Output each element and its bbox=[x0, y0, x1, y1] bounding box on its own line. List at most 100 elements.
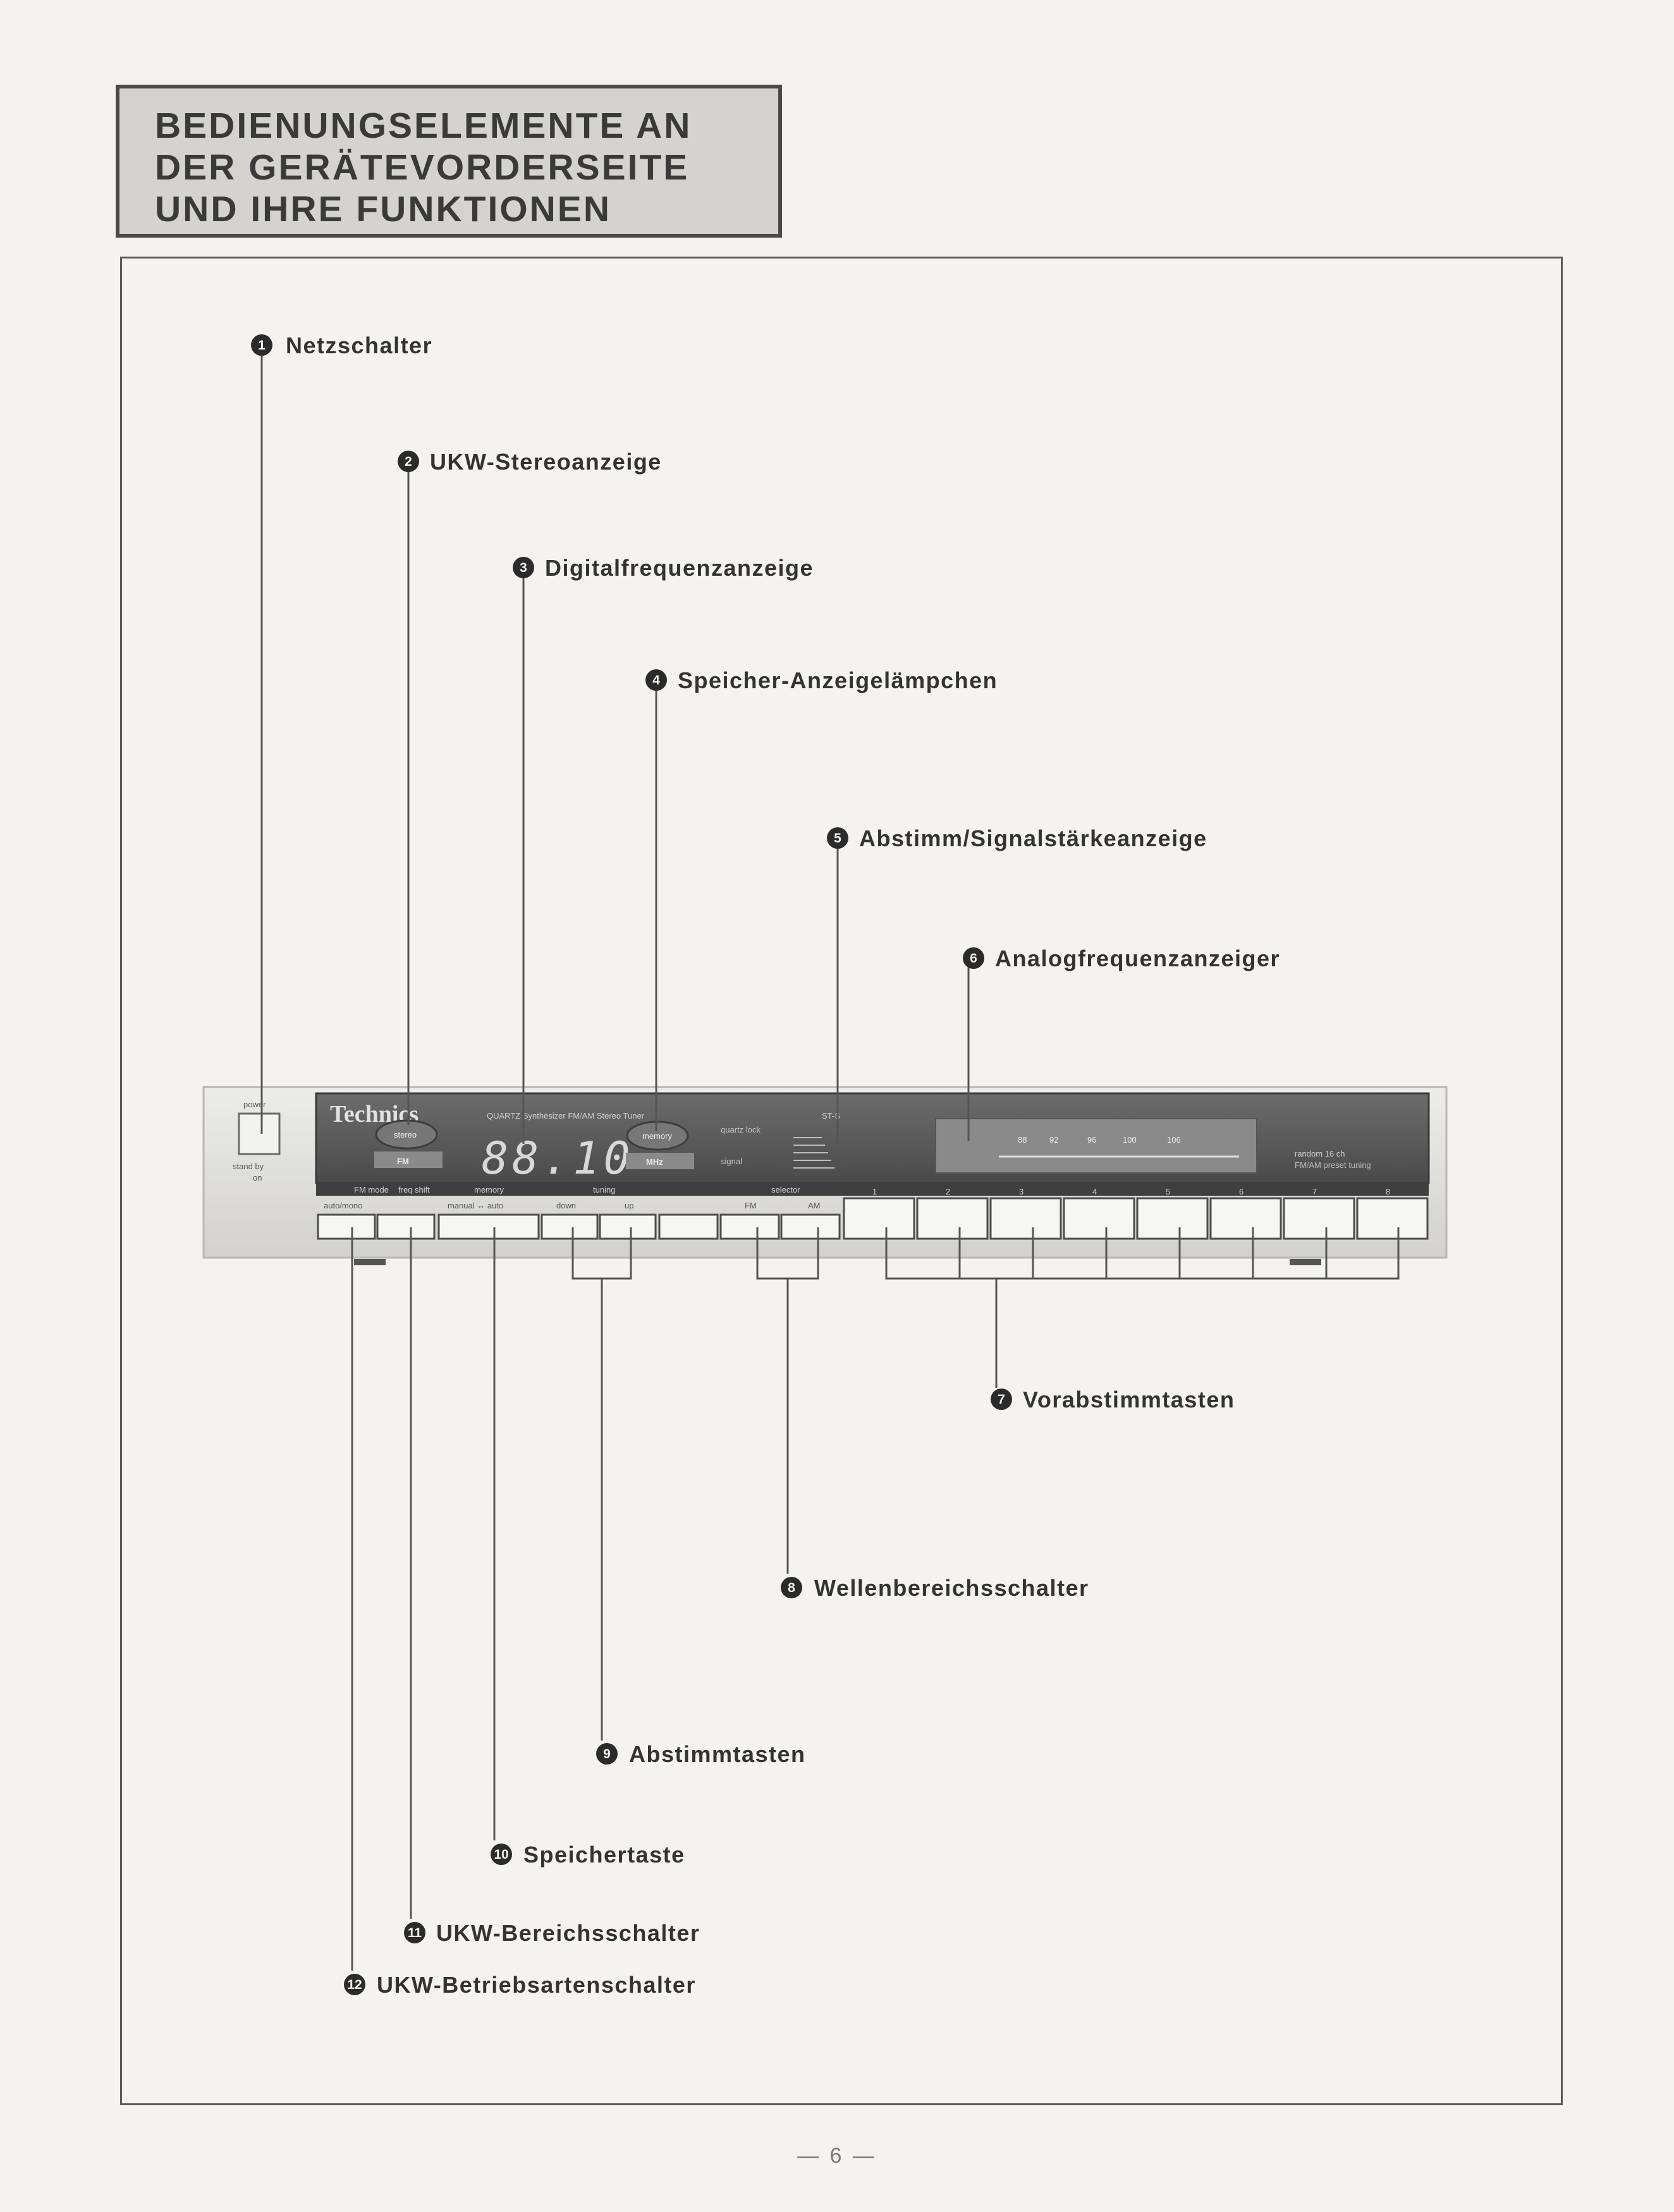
preset-button-3[interactable] bbox=[989, 1197, 1062, 1240]
preset-button-5[interactable] bbox=[1136, 1197, 1209, 1240]
callout-4-label: Speicher-Anzeigelämpchen bbox=[678, 667, 998, 693]
diagram-frame bbox=[120, 257, 1563, 2105]
callout-1: 1 Netzschalter bbox=[251, 332, 432, 358]
power-label: power bbox=[243, 1100, 266, 1109]
signal-label: signal bbox=[721, 1157, 742, 1166]
stereo-indicator-label: stereo bbox=[394, 1130, 417, 1139]
random-label: random 16 ch bbox=[1295, 1149, 1345, 1158]
callout-3-number: 3 bbox=[520, 561, 527, 575]
tuning-up-button[interactable] bbox=[599, 1213, 657, 1240]
fm-band-button[interactable] bbox=[719, 1213, 780, 1240]
callout-1-label: Netzschalter bbox=[286, 332, 432, 358]
callout-2-label: UKW-Stereoanzeige bbox=[430, 449, 662, 475]
callout-4-number: 4 bbox=[652, 673, 660, 688]
manual-auto-label: manual ↔ auto bbox=[448, 1201, 503, 1210]
preset-button-6[interactable] bbox=[1209, 1197, 1282, 1240]
stereo-indicator bbox=[375, 1119, 438, 1150]
callout-6-number: 6 bbox=[970, 951, 977, 966]
callout-12-number: 12 bbox=[347, 1978, 362, 1992]
callout-5: 5 Abstimm/Signalstärkeanzeige bbox=[827, 825, 1207, 851]
callout-11-number: 11 bbox=[408, 1926, 422, 1940]
callout-7-number: 7 bbox=[998, 1392, 1005, 1407]
callout-9: 9 Abstimmtasten bbox=[596, 1741, 806, 1767]
section-label-fm-mode: FM mode bbox=[354, 1185, 389, 1194]
quartz-lock-label: quartz lock bbox=[721, 1125, 761, 1134]
tuner-front-panel: power stand by on Technics QUARTZ Synthe… bbox=[202, 1086, 1448, 1265]
freq-shift-button[interactable] bbox=[376, 1213, 436, 1240]
on-label: on bbox=[253, 1173, 262, 1182]
page-number: — 6 — bbox=[797, 2144, 877, 2168]
callout-12: 12 UKW-Betriebsartenschalter bbox=[344, 1972, 696, 1998]
callout-4: 4 Speicher-Anzeigelämpchen bbox=[645, 667, 998, 693]
preset-button-1[interactable] bbox=[843, 1197, 915, 1240]
callout-11: 11 UKW-Bereichsschalter bbox=[404, 1920, 700, 1946]
preset-label-8: 8 bbox=[1386, 1187, 1390, 1196]
preset-label-5: 5 bbox=[1166, 1187, 1170, 1196]
callout-2-number: 2 bbox=[405, 454, 412, 469]
callout-9-label: Abstimmtasten bbox=[629, 1741, 806, 1767]
up-label: up bbox=[625, 1201, 633, 1210]
band-indicator: FM bbox=[397, 1157, 409, 1166]
callout-8: 8 Wellenbereichsschalter bbox=[781, 1575, 1089, 1601]
callout-5-label: Abstimm/Signalstärkeanzeige bbox=[859, 825, 1207, 851]
callout-2: 2 UKW-Stereoanzeige bbox=[398, 449, 662, 475]
callout-7: 7 Vorabstimmtasten bbox=[991, 1387, 1235, 1413]
am-label: AM bbox=[808, 1201, 821, 1210]
auto-mono-label: auto/mono bbox=[324, 1201, 362, 1210]
scale-mark-1: 88 bbox=[1018, 1135, 1027, 1145]
preset-label-3: 3 bbox=[1019, 1187, 1023, 1196]
am-band-button[interactable] bbox=[780, 1213, 841, 1240]
heading-line-1: BEDIENUNGSELEMENTE AN bbox=[155, 106, 692, 146]
section-label-memory: memory bbox=[474, 1185, 504, 1194]
preset-button-2[interactable] bbox=[916, 1197, 989, 1240]
frequency-readout: 88.10 bbox=[482, 1133, 634, 1184]
callout-3-label: Digitalfrequenzanzeige bbox=[545, 555, 814, 581]
memory-indicator bbox=[626, 1121, 689, 1151]
scale-mark-2: 92 bbox=[1049, 1135, 1058, 1145]
callout-7-label: Vorabstimmtasten bbox=[1023, 1387, 1235, 1413]
callout-1-number: 1 bbox=[258, 338, 266, 353]
analog-scale bbox=[935, 1118, 1257, 1174]
memory-button[interactable] bbox=[437, 1213, 540, 1240]
preset-button-8[interactable] bbox=[1356, 1197, 1429, 1240]
section-label-selector: selector bbox=[771, 1185, 800, 1194]
callout-10-label: Speichertaste bbox=[523, 1842, 685, 1868]
callout-9-number: 9 bbox=[603, 1747, 611, 1761]
power-button[interactable] bbox=[238, 1112, 281, 1155]
callout-5-number: 5 bbox=[834, 831, 841, 846]
callout-12-label: UKW-Betriebsartenschalter bbox=[377, 1972, 696, 1998]
preset-label-6: 6 bbox=[1239, 1187, 1243, 1196]
preset-button-7[interactable] bbox=[1283, 1197, 1355, 1240]
blank-button[interactable] bbox=[658, 1213, 719, 1240]
callout-10: 10 Speichertaste bbox=[491, 1842, 685, 1868]
scale-mark-4: 100 bbox=[1123, 1135, 1137, 1145]
preset-label-4: 4 bbox=[1092, 1187, 1097, 1196]
callout-8-label: Wellenbereichsschalter bbox=[814, 1575, 1089, 1601]
heading-line-2: DER GERÄTEVORDERSEITE bbox=[155, 147, 690, 188]
down-label: down bbox=[556, 1201, 576, 1210]
section-label-freq-shift: freq shift bbox=[398, 1185, 430, 1194]
tuning-down-button[interactable] bbox=[541, 1213, 599, 1240]
model-line: QUARTZ Synthesizer FM/AM Stereo Tuner bbox=[487, 1111, 645, 1121]
model-number: ST-S bbox=[822, 1111, 840, 1121]
callout-6-label: Analogfrequenzanzeiger bbox=[995, 945, 1280, 971]
standby-label: stand by bbox=[233, 1162, 264, 1171]
scale-mark-5: 106 bbox=[1167, 1135, 1181, 1145]
fm-label: FM bbox=[745, 1201, 757, 1210]
heading-line-3: UND IHRE FUNKTIONEN bbox=[155, 189, 611, 229]
preset-button-4[interactable] bbox=[1063, 1197, 1135, 1240]
callout-11-label: UKW-Bereichsschalter bbox=[436, 1920, 700, 1946]
page-heading: BEDIENUNGSELEMENTE AN DER GERÄTEVORDERSE… bbox=[116, 85, 782, 238]
auto-mono-button[interactable] bbox=[317, 1213, 376, 1240]
section-label-tuning: tuning bbox=[593, 1185, 615, 1194]
preset-label-2: 2 bbox=[946, 1187, 950, 1196]
preset-label-7: 7 bbox=[1312, 1187, 1317, 1196]
callout-6: 6 Analogfrequenzanzeiger bbox=[963, 945, 1280, 971]
memory-indicator-label: memory bbox=[642, 1131, 672, 1141]
signal-meter bbox=[793, 1137, 834, 1169]
unit-label: MHz bbox=[646, 1157, 663, 1167]
callout-8-number: 8 bbox=[788, 1581, 795, 1595]
random-sub-label: FM/AM preset tuning bbox=[1295, 1160, 1371, 1170]
preset-label-1: 1 bbox=[872, 1187, 877, 1196]
